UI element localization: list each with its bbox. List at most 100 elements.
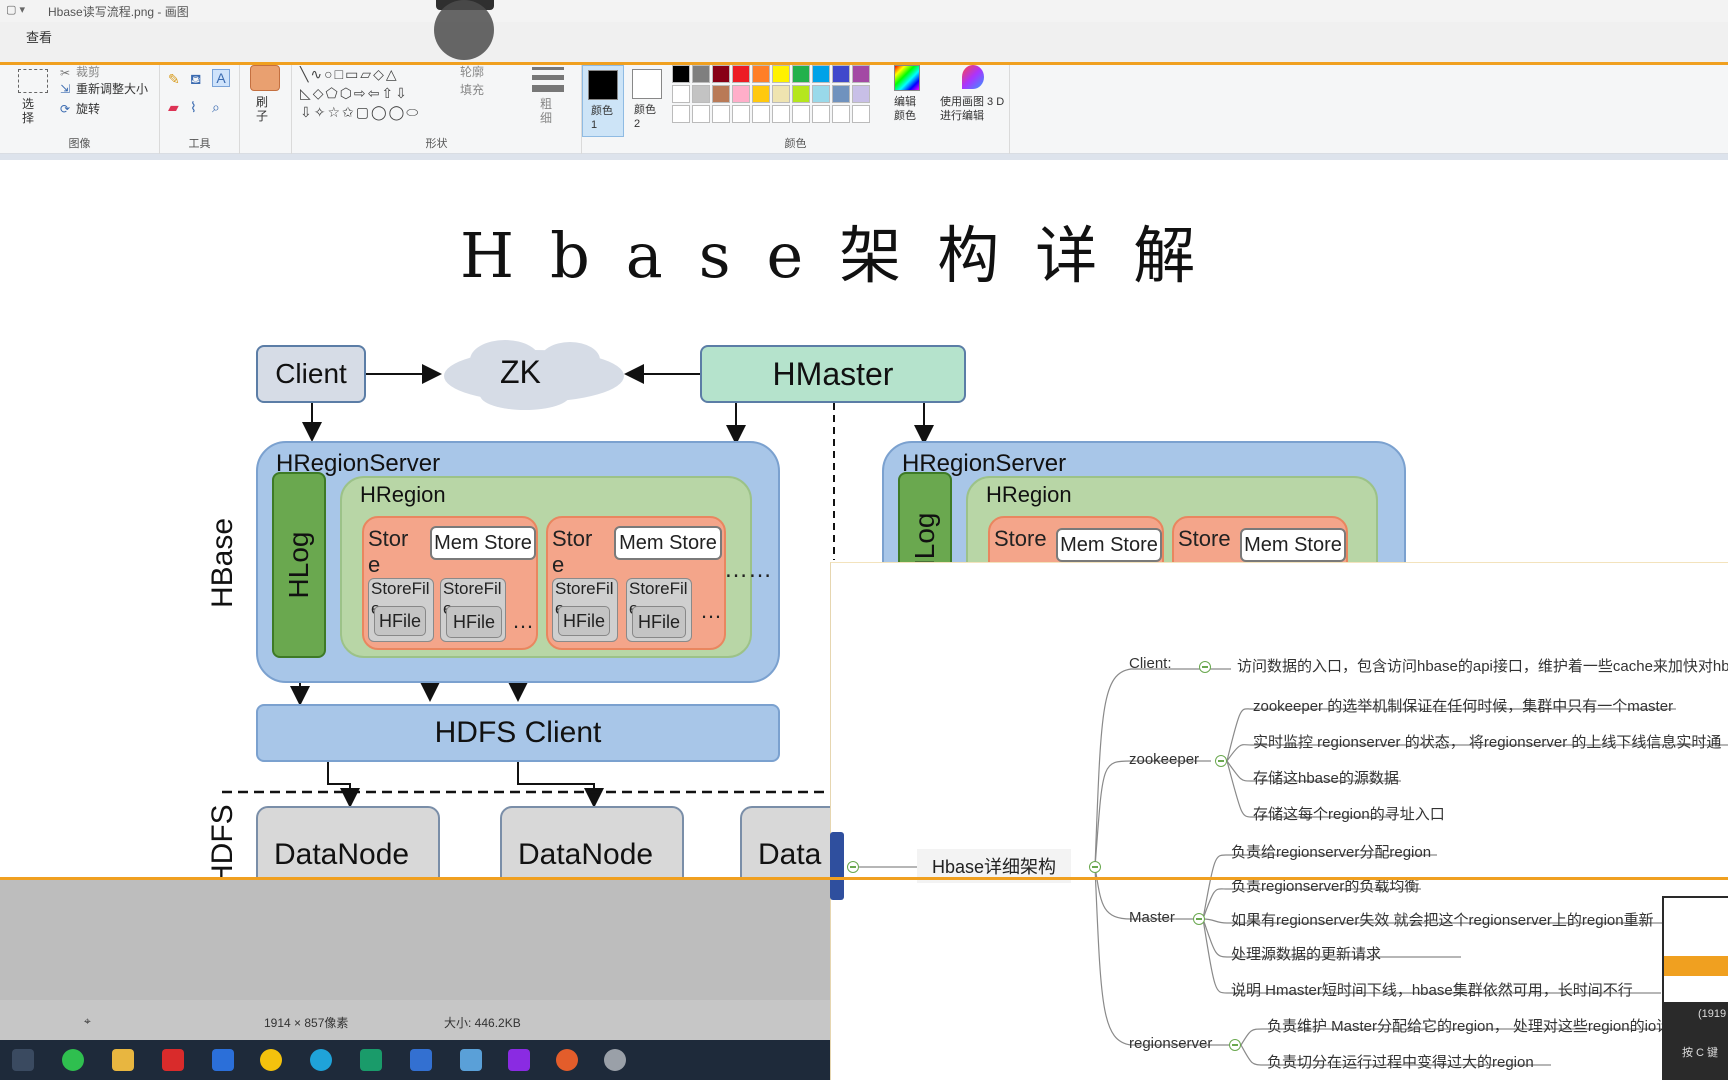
mindmap-leaf[interactable]: 如果有regionserver失效 就会把这个regionserver上的reg…: [1231, 912, 1654, 929]
word-icon[interactable]: [212, 1049, 234, 1071]
ribbon-edit-colors: 编辑颜色: [880, 65, 934, 155]
mindmap-leaf[interactable]: 负责regionserver的负载均衡: [1231, 878, 1420, 895]
fill-bucket-icon[interactable]: ⛾: [190, 71, 202, 87]
palette-swatch[interactable]: [672, 85, 690, 103]
palette-swatch-empty[interactable]: [852, 105, 870, 123]
palette-swatch[interactable]: [812, 85, 830, 103]
mindmap-panel[interactable]: Hbase详细架构 Client: 访问数据的入口，包含访问hbase的api接…: [830, 562, 1728, 1080]
brush-icon[interactable]: [250, 65, 280, 91]
app-icon[interactable]: [556, 1049, 578, 1071]
palette-swatch[interactable]: [692, 65, 710, 83]
resize-icon[interactable]: ⇲: [60, 82, 71, 96]
palette-swatch[interactable]: [792, 85, 810, 103]
intellij-icon[interactable]: [508, 1049, 530, 1071]
menu-view[interactable]: 查看: [26, 30, 53, 45]
color-picker-icon[interactable]: ⌇: [190, 99, 197, 115]
palette-swatch-empty[interactable]: [772, 105, 790, 123]
eraser-icon[interactable]: ▰: [168, 99, 179, 115]
palette-swatch-empty[interactable]: [812, 105, 830, 123]
mindmap-leaf[interactable]: 说明 Hmaster短时间下线，hbase集群依然可用，长时间不行: [1231, 982, 1633, 999]
chrome-icon[interactable]: [260, 1049, 282, 1071]
collapse-master-icon[interactable]: [1193, 913, 1205, 925]
palette-swatch[interactable]: [712, 85, 730, 103]
palette-swatch[interactable]: [772, 85, 790, 103]
palette-swatch-empty[interactable]: [672, 105, 690, 123]
task-view-icon[interactable]: [12, 1049, 34, 1071]
resize-button[interactable]: 重新调整大小: [76, 82, 149, 96]
paint3d-icon[interactable]: [962, 65, 984, 89]
palette-swatch[interactable]: [812, 65, 830, 83]
youdao-icon[interactable]: [162, 1049, 184, 1071]
color1-selector[interactable]: 颜色 1: [582, 65, 624, 137]
mindmap-leaf[interactable]: 负责维护 Master分配给它的region， 处理对这些region的io请求: [1267, 1018, 1687, 1035]
hbase-side-label: HBase: [206, 517, 239, 608]
mindmap-leaf[interactable]: 负责给regionserver分配region: [1231, 844, 1432, 861]
mindmap-leaf[interactable]: 负责切分在运行过程中变得过大的region: [1267, 1054, 1534, 1071]
palette-swatch[interactable]: [732, 65, 750, 83]
palette-swatch[interactable]: [832, 85, 850, 103]
outline-button[interactable]: 轮廓: [460, 65, 485, 79]
mindmap-leaf[interactable]: 存储这每个region的寻址入口: [1253, 806, 1445, 823]
mindmap-node-master[interactable]: Master: [1129, 909, 1175, 926]
magnifier-icon[interactable]: ⌕: [212, 99, 220, 115]
mindmap-node-zookeeper[interactable]: zookeeper: [1129, 751, 1200, 768]
mindmap-node-regionserver[interactable]: regionserver: [1129, 1035, 1213, 1052]
file-explorer-icon[interactable]: [112, 1049, 134, 1071]
mindmap-leaf[interactable]: 实时监控 regionserver 的状态， 将regionserver 的上线…: [1253, 734, 1722, 751]
editor-icon[interactable]: [410, 1049, 432, 1071]
palette-swatch[interactable]: [732, 85, 750, 103]
wechat-icon[interactable]: [62, 1049, 84, 1071]
quick-access-icon[interactable]: ▢ ▾: [6, 4, 25, 16]
palette-swatch[interactable]: [792, 65, 810, 83]
hmaster-box: HMaster: [700, 345, 966, 403]
mindmap-leaf[interactable]: zookeeper 的选举机制保证在任何时候，集群中只有一个master: [1253, 698, 1674, 715]
rotate-button[interactable]: 旋转: [76, 102, 101, 116]
palette-swatch-empty[interactable]: [712, 105, 730, 123]
fill-button[interactable]: 填充: [460, 83, 485, 97]
palette-swatch-empty[interactable]: [832, 105, 850, 123]
ribbon-group-label: 颜色: [784, 138, 807, 150]
shapes-gallery[interactable]: ╲∿○□▭▱◇△◺◇⬠⬡⇨⇦⇧⇩⇩✧☆✩▢◯◯⬭: [300, 66, 421, 120]
palette-swatch[interactable]: [672, 65, 690, 83]
collapse-root-icon[interactable]: [1089, 861, 1101, 873]
mindmap-leaf[interactable]: 存储这hbase的源数据: [1253, 770, 1399, 787]
panel-resize-handle[interactable]: [830, 832, 844, 900]
palette-swatch[interactable]: [772, 65, 790, 83]
select-icon[interactable]: [18, 69, 48, 93]
edit-colors-icon[interactable]: [894, 65, 920, 91]
palette-swatch[interactable]: [752, 85, 770, 103]
crop-button[interactable]: 裁剪: [76, 65, 101, 79]
crop-icon[interactable]: ✂: [60, 66, 71, 80]
palette-swatch-empty[interactable]: [752, 105, 770, 123]
mindmap-node-client[interactable]: Client:: [1129, 655, 1172, 672]
palette-swatch[interactable]: [692, 85, 710, 103]
collapse-zookeeper-icon[interactable]: [1215, 755, 1227, 767]
palette-swatch[interactable]: [752, 65, 770, 83]
hdfs-side-label: HDFS: [206, 804, 239, 886]
rotate-icon[interactable]: ⟳: [60, 102, 71, 116]
mindmap-leaf[interactable]: 访问数据的入口，包含访问hbase的api接口，维护着一些cache来加快对hb: [1237, 658, 1728, 675]
palette-swatch-empty[interactable]: [692, 105, 710, 123]
notes-icon[interactable]: [460, 1049, 482, 1071]
text-tool-icon[interactable]: A: [212, 69, 230, 87]
mindmap-leaf[interactable]: 处理源数据的更新请求: [1231, 946, 1382, 963]
palette-swatch-empty[interactable]: [792, 105, 810, 123]
palette-swatch-empty[interactable]: [732, 105, 750, 123]
color2-selector[interactable]: 颜色 2: [626, 65, 668, 137]
palette-swatch[interactable]: [712, 65, 730, 83]
pencil-icon[interactable]: ✎: [168, 71, 180, 87]
collapse-regionserver-icon[interactable]: [1229, 1039, 1241, 1051]
paint3d-button[interactable]: 使用画图 3 D 进行编辑: [940, 96, 1005, 122]
edge-icon[interactable]: [310, 1049, 332, 1071]
collapse-root-left-icon[interactable]: [847, 861, 859, 873]
palette-swatch[interactable]: [852, 65, 870, 83]
xmind-icon[interactable]: [360, 1049, 382, 1071]
brush-button[interactable]: 刷子: [256, 95, 269, 123]
edit-colors-button[interactable]: 编辑颜色: [894, 96, 916, 122]
size-button[interactable]: 粗细: [540, 97, 553, 125]
paint-icon[interactable]: [604, 1049, 626, 1071]
collapse-client-icon[interactable]: [1199, 661, 1211, 673]
palette-swatch[interactable]: [852, 85, 870, 103]
select-button[interactable]: 选择: [22, 97, 35, 125]
palette-swatch[interactable]: [832, 65, 850, 83]
